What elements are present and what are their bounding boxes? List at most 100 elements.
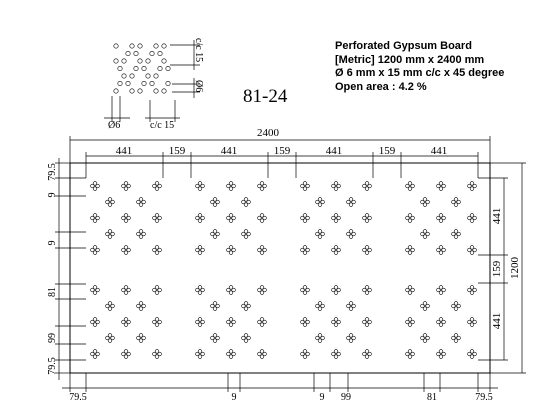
perforation-hole xyxy=(226,247,231,253)
perforation-hole xyxy=(348,306,354,311)
perforation-hole xyxy=(243,333,249,338)
perforation-hole xyxy=(154,213,160,218)
perforation-hole xyxy=(436,183,441,189)
perforation-hole xyxy=(438,322,444,327)
perforation-hole xyxy=(305,287,310,293)
perforation-hole xyxy=(154,317,160,322)
perforation-hole xyxy=(317,338,323,343)
perforation-hole xyxy=(364,181,370,186)
perforation-hole xyxy=(154,186,160,191)
product-title: Perforated Gypsum Board xyxy=(335,40,472,52)
perforation-hole xyxy=(469,322,475,327)
perforation-hole xyxy=(121,287,126,293)
perforation-hole xyxy=(243,229,249,234)
perforation-hole xyxy=(197,218,203,223)
perforation-hole xyxy=(195,287,200,293)
left-dim: 79.5 xyxy=(47,163,58,181)
perforation-hole xyxy=(110,335,115,341)
perforation-hole xyxy=(453,229,459,234)
perforation-hole xyxy=(257,183,262,189)
perforation-hole xyxy=(456,199,461,205)
perforation-hole xyxy=(467,215,472,221)
perforation-hole xyxy=(195,247,200,253)
perforation-hole xyxy=(320,335,325,341)
perforation-hole xyxy=(92,354,98,359)
perforation-hole xyxy=(126,287,131,293)
perforation-hole xyxy=(407,186,413,191)
perforation-hole xyxy=(154,322,160,327)
perforation-hole xyxy=(262,351,267,357)
right-dim: 441 xyxy=(491,208,503,225)
perforation-hole xyxy=(348,229,354,234)
perforation-hole xyxy=(362,351,367,357)
detail-hole xyxy=(161,58,167,64)
perforation-hole xyxy=(92,349,98,354)
perforation-hole xyxy=(197,322,203,327)
perforation-hole xyxy=(425,199,430,205)
perforation-hole xyxy=(195,319,200,325)
bottom-dim: 9 xyxy=(232,392,237,403)
perforation-hole xyxy=(456,231,461,237)
perforation-hole xyxy=(348,202,354,207)
perforation-hole xyxy=(197,349,203,354)
detail-hole xyxy=(145,73,151,79)
perforation-hole xyxy=(152,319,157,325)
perforation-hole xyxy=(420,303,425,309)
perforation-hole xyxy=(200,287,205,293)
perforation-hole xyxy=(126,351,131,357)
perforation-hole xyxy=(467,287,472,293)
perforation-hole xyxy=(302,285,308,290)
top-dim: 441 xyxy=(431,145,448,157)
perforation-hole xyxy=(472,215,477,221)
perforation-hole xyxy=(110,199,115,205)
perforation-hole xyxy=(92,290,98,295)
perforation-hole xyxy=(107,197,113,202)
perforation-hole xyxy=(302,245,308,250)
perforation-hole xyxy=(348,301,354,306)
perforation-hole xyxy=(123,354,129,359)
perforation-hole xyxy=(302,317,308,322)
detail-hole xyxy=(161,43,167,49)
perforation-hole xyxy=(469,213,475,218)
perforation-hole xyxy=(469,354,475,359)
perforation-hole xyxy=(420,335,425,341)
perforation-hole xyxy=(422,301,428,306)
perforation-hole xyxy=(241,231,246,237)
perforation-hole xyxy=(243,301,249,306)
perforation-hole xyxy=(331,287,336,293)
product-open-area: Open area : 4.2 % xyxy=(335,80,427,93)
perforation-hole xyxy=(197,186,203,191)
perforation-hole xyxy=(469,186,475,191)
perforation-hole xyxy=(107,333,113,338)
perforation-hole xyxy=(197,354,203,359)
perforation-hole xyxy=(407,250,413,255)
perforation-hole xyxy=(407,354,413,359)
perforation-hole xyxy=(367,351,372,357)
top-dim: 159 xyxy=(169,145,186,157)
perforation-hole xyxy=(438,245,444,250)
perforation-hole xyxy=(362,319,367,325)
perforation-hole xyxy=(407,245,413,250)
product-code: 81-24 xyxy=(243,86,288,107)
perforation-hole xyxy=(105,335,110,341)
perforation-hole xyxy=(228,213,234,218)
perforation-hole xyxy=(121,247,126,253)
perforation-hole xyxy=(364,186,370,191)
perforation-hole xyxy=(405,183,410,189)
perforation-hole xyxy=(259,186,265,191)
perforation-hole xyxy=(123,186,129,191)
detail-hole xyxy=(129,43,135,49)
detail-hole xyxy=(149,50,155,56)
perforation-hole xyxy=(136,335,141,341)
perforation-hole xyxy=(154,290,160,295)
bottom-dim: 79.5 xyxy=(475,392,493,403)
perforation-hole xyxy=(436,319,441,325)
perforation-hole xyxy=(317,301,323,306)
perforation-hole xyxy=(317,234,323,239)
perforation-hole xyxy=(259,250,265,255)
perforation-hole xyxy=(107,338,113,343)
perforation-hole xyxy=(425,335,430,341)
perforation-hole xyxy=(92,245,98,250)
perforation-hole xyxy=(228,181,234,186)
perforation-hole xyxy=(197,181,203,186)
